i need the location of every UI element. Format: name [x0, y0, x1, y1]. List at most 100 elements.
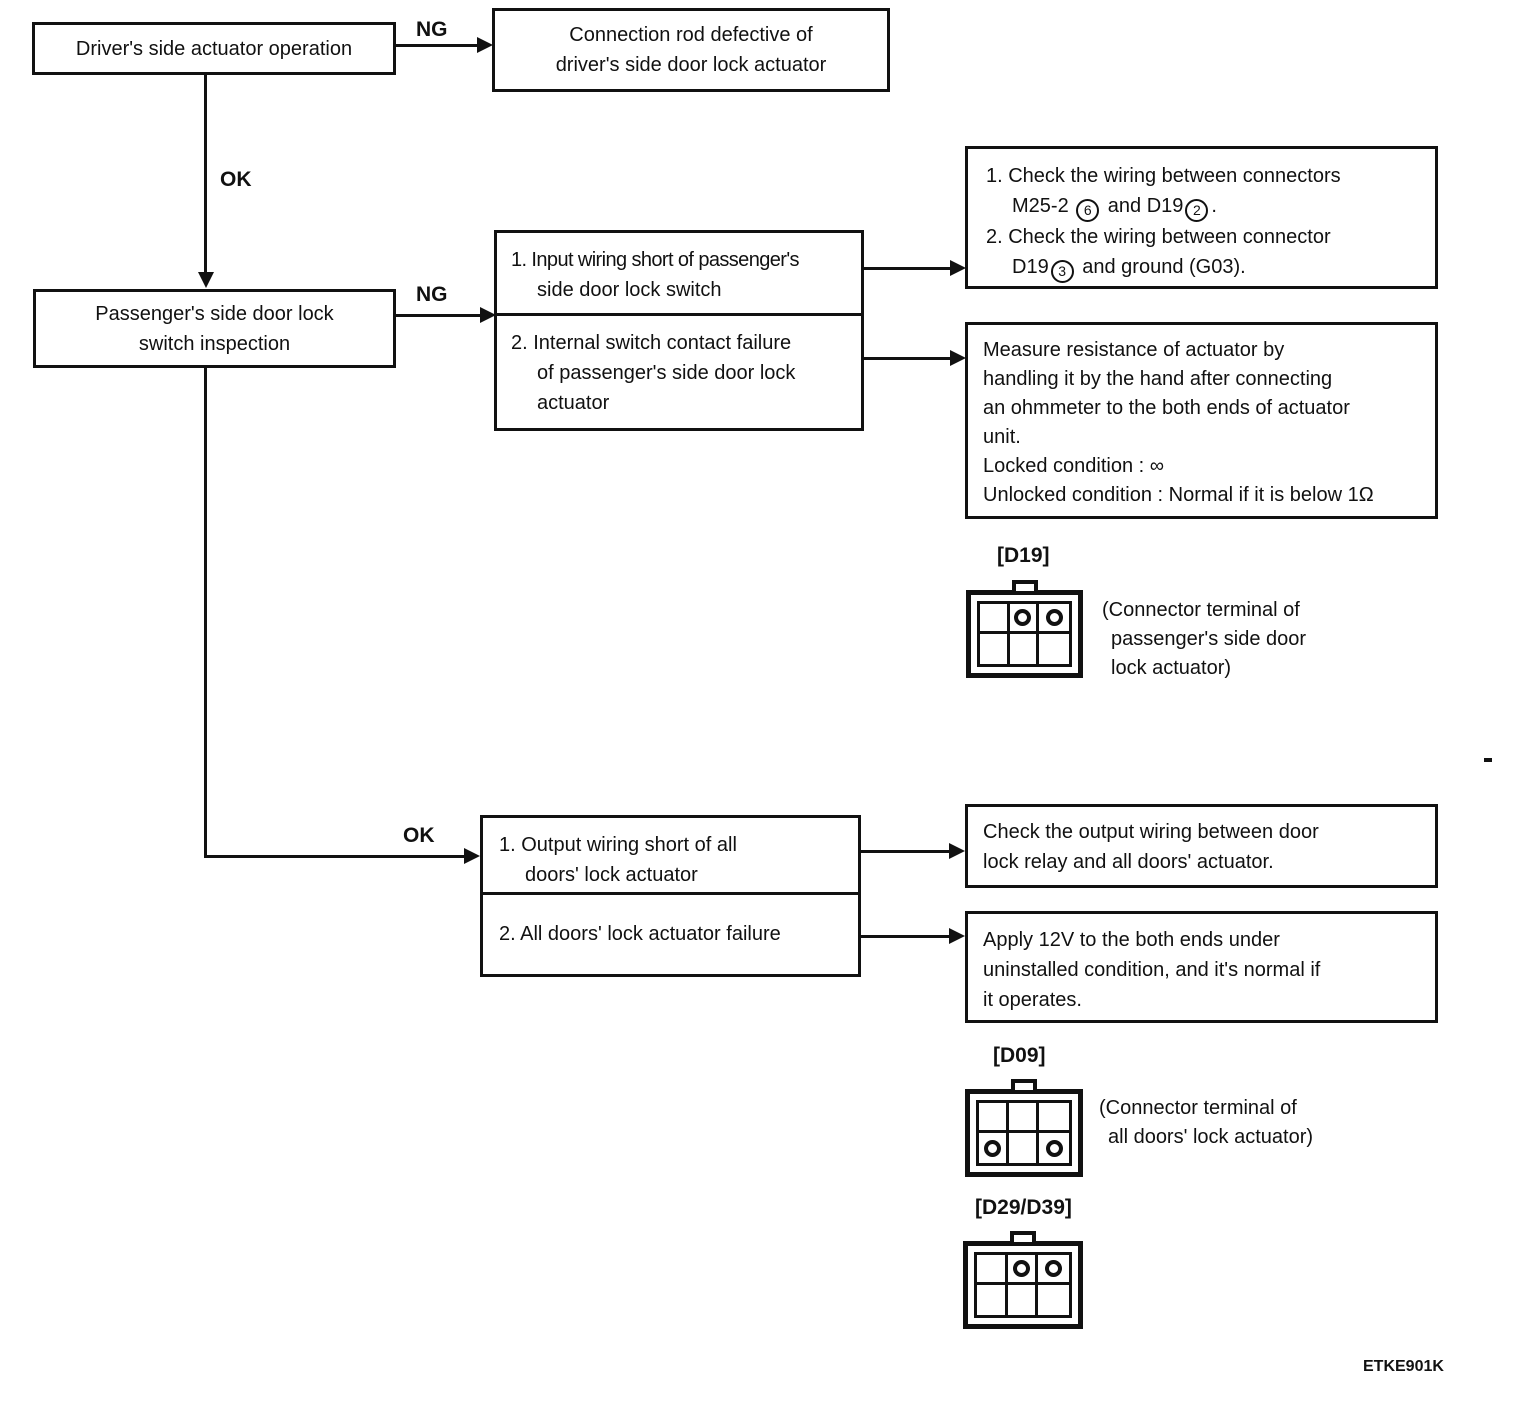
connector-tab: [1011, 1079, 1037, 1090]
arrow-line-ng-driver: [396, 44, 478, 47]
caption-text: (Connector terminal of: [1102, 599, 1300, 621]
box-text: Driver's side actuator operation: [75, 37, 353, 60]
terminal-cell: [979, 1103, 1009, 1133]
box-text: it operates.: [983, 989, 1082, 1011]
box-text: Check the output wiring between door: [983, 821, 1319, 843]
apply-12v-box: Apply 12V to the both ends under uninsta…: [965, 911, 1438, 1023]
terminal-cell: [980, 604, 1010, 634]
box-text: unit.: [983, 426, 1021, 448]
box-text: side door lock switch: [537, 279, 722, 301]
arrowhead-east-icon: [950, 260, 966, 276]
d29-d39-terminal-grid: [974, 1252, 1072, 1318]
ng-label-driver: NG: [416, 18, 448, 41]
terminal-cell: [1009, 1103, 1039, 1133]
d19-connector-diagram: [966, 580, 1083, 678]
box-text: doors' lock actuator: [525, 864, 698, 886]
d19-connector-label: [D19]: [997, 544, 1050, 567]
circled-number: 2: [1185, 199, 1209, 222]
arrowhead-east-icon: [477, 37, 493, 53]
caption-text: all doors' lock actuator): [1108, 1126, 1314, 1148]
measure-resistance-box: Measure resistance of actuator by handli…: [965, 322, 1438, 519]
ok-path-vertical-line: [204, 367, 207, 858]
box-text: handling it by the hand after connecting: [983, 368, 1333, 390]
arrowhead-east-icon: [480, 307, 496, 323]
cause-internal-switch-failure: 2. Internal switch contact failure of pa…: [497, 316, 861, 418]
box-text: Locked condition : ∞: [983, 455, 1165, 477]
terminal-cell: [979, 1133, 1009, 1163]
box-text: actuator: [537, 392, 610, 414]
box-text: driver's side door lock actuator: [555, 54, 827, 76]
passenger-door-lock-inspection-box: Passenger's side door lock switch inspec…: [33, 289, 396, 368]
terminal-cell: [1009, 1133, 1039, 1163]
terminal-cell: [1038, 1255, 1069, 1285]
arrowhead-east-icon: [949, 843, 965, 859]
connector-tab: [1011, 580, 1038, 591]
caption-text: (Connector terminal of: [1099, 1097, 1297, 1119]
box-text: 2. Internal switch contact failure: [511, 332, 792, 354]
box-text: lock relay and all doors' actuator.: [983, 851, 1274, 873]
box-text: Apply 12V to the both ends under: [983, 929, 1280, 951]
connection-rod-defective-box: Connection rod defective of driver's sid…: [492, 8, 890, 92]
connector-tab: [1010, 1231, 1036, 1242]
box-text: Passenger's side door lock: [95, 302, 334, 325]
terminal-pin-icon: [1045, 1139, 1063, 1157]
caption-text: passenger's side door: [1111, 628, 1307, 650]
terminal-cell: [977, 1285, 1008, 1315]
ok-label-passenger: OK: [403, 824, 435, 847]
d09-terminal-grid: [976, 1100, 1072, 1166]
terminal-cell: [1039, 1103, 1069, 1133]
box-text: of passenger's side door lock: [537, 362, 796, 384]
arrow-line-to-check-wiring: [862, 267, 952, 270]
figure-code: ETKE901K: [1363, 1358, 1444, 1375]
ok-path-horizontal-line: [204, 855, 466, 858]
all-doors-causes-box: 1. Output wiring short of all doors' loc…: [480, 815, 861, 977]
box-text: uninstalled condition, and it's normal i…: [983, 959, 1321, 981]
ng-label-passenger: NG: [416, 283, 448, 306]
terminal-cell: [1008, 1285, 1039, 1315]
arrowhead-east-icon: [949, 928, 965, 944]
terminal-pin-icon: [1045, 609, 1063, 626]
box-text: 2. All doors' lock actuator failure: [499, 923, 781, 945]
terminal-cell: [1010, 634, 1040, 664]
scan-artifact: [1484, 758, 1492, 762]
d19-terminal-grid: [977, 601, 1072, 667]
passenger-switch-causes-box: 1. Input wiring short of passenger's sid…: [494, 230, 864, 431]
box-text: 1. Check the wiring between connectors: [986, 165, 1341, 187]
terminal-pin-icon: [1045, 1260, 1063, 1277]
terminal-cell: [1038, 1285, 1069, 1315]
arrow-line-ng-passenger: [395, 314, 481, 317]
terminal-cell: [1039, 634, 1069, 664]
cause-output-wiring-short: 1. Output wiring short of all doors' loc…: [483, 818, 858, 895]
circled-number: 3: [1050, 260, 1074, 283]
d29-d39-connector-label: [D29/D39]: [975, 1196, 1072, 1219]
terminal-cell: [1039, 604, 1069, 634]
terminal-cell: [1039, 1133, 1069, 1163]
check-output-wiring-box: Check the output wiring between door loc…: [965, 804, 1438, 888]
terminal-cell: [1009, 604, 1040, 634]
ok-label-driver: OK: [220, 168, 252, 191]
check-wiring-connectors-box: 1. Check the wiring between connectors M…: [965, 146, 1438, 289]
box-text: 2. Check the wiring between connector: [986, 226, 1331, 248]
terminal-cell: [977, 1255, 1008, 1285]
d09-connector-label: [D09]: [993, 1044, 1046, 1067]
arrow-line-ok-down: [204, 75, 207, 273]
arrow-line-to-measure-resistance: [862, 357, 952, 360]
d29-d39-connector-diagram: [963, 1231, 1083, 1329]
caption-text: lock actuator): [1111, 657, 1232, 679]
arrow-line-to-check-output-wiring: [859, 850, 951, 853]
terminal-cell: [1007, 1255, 1039, 1285]
terminal-pin-icon: [984, 1139, 1001, 1157]
arrowhead-east-icon: [464, 848, 480, 864]
arrowhead-east-icon: [950, 350, 966, 366]
arrow-line-to-apply-12v: [859, 935, 951, 938]
box-text: Unlocked condition : Normal if it is bel…: [983, 484, 1374, 506]
d09-caption: (Connector terminal of all doors' lock a…: [1099, 1094, 1313, 1152]
terminal-cell: [980, 634, 1010, 664]
box-text: switch inspection: [138, 332, 291, 355]
box-text: Connection rod defective of: [569, 24, 813, 46]
cause-actuator-failure: 2. All doors' lock actuator failure: [483, 895, 858, 949]
arrowhead-south-icon: [198, 272, 214, 288]
box-text: 1. Output wiring short of all: [499, 834, 737, 856]
box-text: 1. Input wiring short of passenger's: [511, 249, 800, 271]
